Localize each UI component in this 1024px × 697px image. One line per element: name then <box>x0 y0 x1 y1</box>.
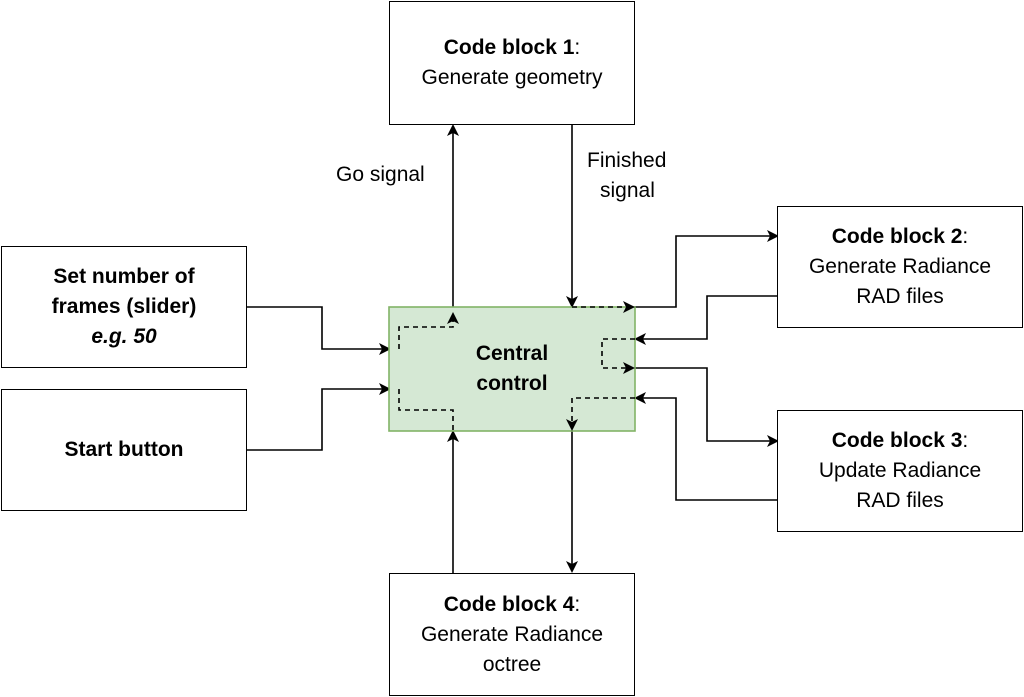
go-signal-label: Go signal <box>336 163 425 186</box>
code-block-1-title-row: Code block 1: <box>444 33 581 63</box>
code-block-2-description-line1: Generate Radiance <box>808 255 992 278</box>
code-block-1-colon: : <box>574 36 581 59</box>
code-block-3-title: Code block 3 <box>831 429 963 452</box>
frames-slider-line1: Set number of <box>53 265 195 288</box>
internal-route-go <box>398 312 459 349</box>
frames-to-central-arrow <box>247 306 391 355</box>
code-block-4-colon: : <box>574 592 581 616</box>
code-block-4-description-line2: octree <box>482 652 542 676</box>
internal-route-start <box>398 389 454 432</box>
central-control-label: Central control <box>389 307 635 431</box>
frames-slider-line2: frames (slider) <box>51 295 197 318</box>
code-block-3: Code block 3: Update Radiance RAD files <box>777 410 1023 532</box>
code-block-3-colon: : <box>962 429 969 452</box>
frames-slider-box: Set number of frames (slider) e.g. 50 <box>1 246 247 368</box>
code-block-4-title: Code block 4 <box>443 592 575 616</box>
code-block-4: Code block 4: Generate Radiance octree <box>389 573 635 696</box>
start-button-box: Start button <box>1 389 247 511</box>
internal-route-code3 <box>566 397 635 431</box>
code-block-1-description: Generate geometry <box>421 66 603 89</box>
finished-signal-label-line1: Finished <box>587 149 667 172</box>
internal-route-code2 <box>601 338 635 374</box>
code-block-2-colon: : <box>962 225 969 248</box>
code-block-2: Code block 2: Generate Radiance RAD file… <box>777 206 1023 328</box>
code-block-3-description-line2: RAD files <box>856 489 944 512</box>
code3-to-central-arrow <box>634 392 777 501</box>
code2-to-central-arrow <box>634 295 777 345</box>
finished-signal-label-line2: signal <box>600 179 655 202</box>
start-to-central-arrow <box>247 383 391 451</box>
central-control-line1: Central <box>475 342 549 365</box>
code-block-1-title: Code block 1 <box>443 36 575 59</box>
code-block-3-description-line1: Update Radiance <box>818 459 982 482</box>
code-block-2-title-row: Code block 2: <box>832 222 969 252</box>
code-block-2-description-line2: RAD files <box>856 285 944 308</box>
code-block-2-title: Code block 2 <box>831 225 963 248</box>
code-block-3-title-row: Code block 3: <box>832 426 969 456</box>
central-control-line2: control <box>476 372 548 395</box>
central-to-code2-arrow <box>635 230 779 308</box>
central-control-box <box>388 306 636 432</box>
code-block-1: Code block 1: Generate geometry <box>389 1 635 125</box>
frames-slider-example: e.g. 50 <box>91 325 157 348</box>
start-button-label: Start button <box>64 438 184 461</box>
central-to-code3-arrow <box>635 367 779 447</box>
code-block-4-description-line1: Generate Radiance <box>420 622 604 646</box>
code-block-4-title-row: Code block 4: <box>444 590 581 620</box>
